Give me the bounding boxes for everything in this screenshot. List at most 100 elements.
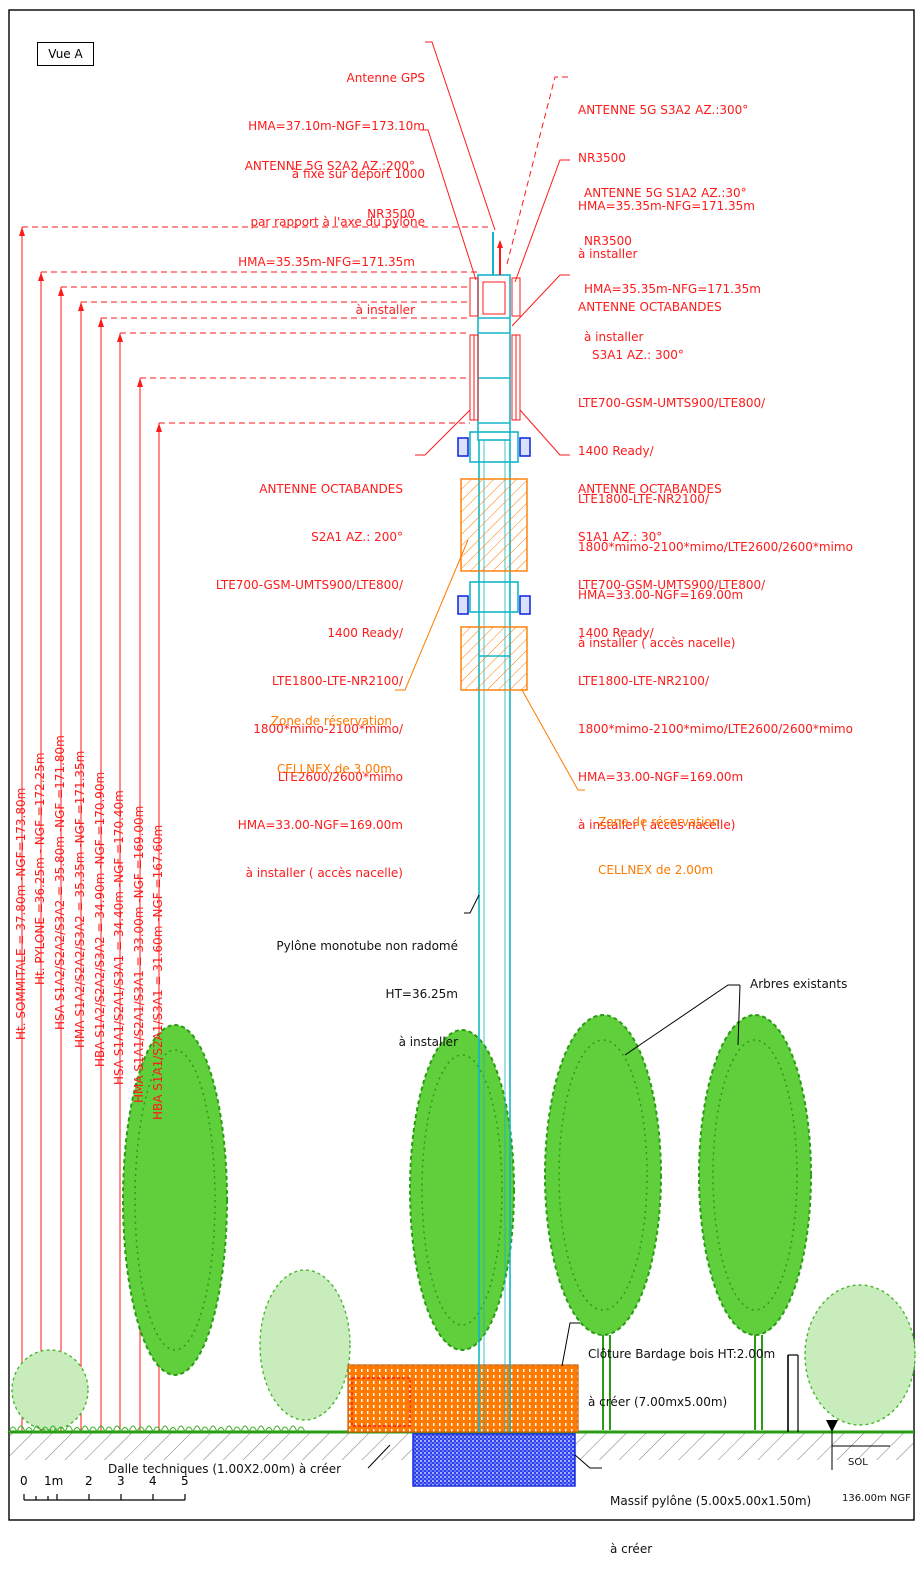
s3a1-bands-2: 1400 Ready/ <box>578 444 654 458</box>
antenna-support <box>457 431 531 615</box>
s2a1-bands-3: LTE1800-LTE-NR2100/ <box>272 674 403 688</box>
monotube-pylon <box>477 232 511 1432</box>
s2a1-status: à installer ( accès nacelle) <box>245 866 403 880</box>
s1a2-title: ANTENNE 5G S1A2 AZ.:30° <box>584 186 747 200</box>
scale-bar <box>23 1494 186 1501</box>
view-label: Vue A <box>37 42 94 66</box>
pylon-foundation <box>412 1433 576 1487</box>
s2a1-bands-1: LTE700-GSM-UMTS900/LTE800/ <box>215 578 403 592</box>
s2a1-title: ANTENNE OCTABANDES <box>259 482 403 496</box>
s3a2-status: à installer <box>578 247 638 261</box>
s1a1-status: à installer ( accès nacelle) <box>578 818 736 832</box>
s2a1-height: HMA=33.00-NGF=169.00m <box>237 818 403 832</box>
pylon-status: à installer <box>398 1035 458 1049</box>
black-leaders <box>367 894 741 1469</box>
s1a1-azimuth: S1A1 AZ.: 30° <box>578 530 663 544</box>
tree-3 <box>544 1014 662 1430</box>
antenna-octa-s3a1-label: ANTENNE OCTABANDES S3A1 AZ.: 300° LTE700… <box>578 267 853 683</box>
gps-offset: par rapport à l'axe du pylône <box>250 215 425 229</box>
antennas-octaband <box>469 334 521 421</box>
gps-antenna-label: Antenne GPS HMA=37.10m-NGF=173.10m à fix… <box>248 38 425 262</box>
s2a1-bands-4: 1800*mimo-2100*mimo/ <box>253 722 403 736</box>
reservation-leaders <box>395 539 585 791</box>
scale-label-4: 4 <box>149 1474 157 1488</box>
s1a2-status: à installer <box>584 330 644 344</box>
antennas-5g <box>469 277 521 317</box>
s2a1-bands-5: LTE2600/2600*mimo <box>277 770 403 784</box>
drawing-sheet: Vue A Antenne GPS HMA=37.10m-NGF=173.10m… <box>8 9 916 1556</box>
height-label-hba-a2: HBA S1A2/S2A2/S3A2 = 34.90m -NGF =170.90… <box>93 771 107 1067</box>
reservation-2m-label: Zone de réservation CELLNEX de 2.00m <box>598 782 719 910</box>
scale-label-5: 5 <box>181 1474 189 1488</box>
s1a1-bands-4: 1800*mimo-2100*mimo/LTE2600/2600*mimo <box>578 722 853 736</box>
fence-label: Clôture Bardage bois HT:2.00m à créer (7… <box>588 1314 775 1442</box>
s1a2-height: HMA=35.35m-NFG=171.35m <box>584 282 761 296</box>
zone-2m-line2: CELLNEX de 2.00m <box>598 863 714 877</box>
wooden-fence <box>347 1364 579 1433</box>
s3a1-bands-4: 1800*mimo-2100*mimo/LTE2600/2600*mimo <box>578 540 853 554</box>
antenna-octa-s1a1-label: ANTENNE OCTABANDES S1A1 AZ.: 30° LTE700-… <box>578 449 853 865</box>
scale-label-1m: 1m <box>44 1474 64 1488</box>
s2a2-height: HMA=35.35m-NFG=171.35m <box>238 255 415 269</box>
height-label-hma-a2: HMA S1A2/S2A2/S3A2 = 35.35m -NGF =171.35… <box>73 750 87 1048</box>
trees-label: Arbres existants <box>750 977 848 991</box>
scale-label-2: 2 <box>85 1474 93 1488</box>
s2a2-status: à installer <box>355 303 415 317</box>
s2a2-band: NR3500 <box>367 207 415 221</box>
s3a1-bands-3: LTE1800-LTE-NR2100/ <box>578 492 709 506</box>
massif-label: Massif pylône (5.00x5.00x1.50m) à créer <box>610 1461 811 1589</box>
zone-2m-line1: Zone de réservation <box>598 815 720 829</box>
ground-level-label: SOL 136.00m NGF <box>842 1433 911 1529</box>
tree-2 <box>409 1029 515 1351</box>
gps-mount: à fixe sur déport 1000 <box>291 167 425 181</box>
technical-slab <box>351 1377 411 1427</box>
scale-label-3: 3 <box>117 1474 125 1488</box>
s1a1-bands-2: 1400 Ready/ <box>578 626 654 640</box>
antenna-5g-s3a2-label: ANTENNE 5G S3A2 AZ.:300° NR3500 HMA=35.3… <box>578 70 755 294</box>
s3a1-status: à installer ( accès nacelle) <box>578 636 736 650</box>
ground-ngf: 136.00m NGF <box>842 1493 911 1504</box>
s3a2-band: NR3500 <box>578 151 626 165</box>
gps-title: Antenne GPS <box>346 71 425 85</box>
height-label-pylon: Ht. PYLONE =36.25m - NGF =172.25m <box>33 752 47 985</box>
s2a1-azimuth: S2A1 AZ.: 200° <box>311 530 403 544</box>
leader-lines <box>415 41 570 456</box>
zone-3m-line2: CELLNEX de 3.00m <box>276 762 392 776</box>
massif-line1: Massif pylône (5.00x5.00x1.50m) <box>610 1494 812 1508</box>
s3a1-azimuth: S3A1 AZ.: 300° <box>592 348 684 362</box>
s3a1-bands-1: LTE700-GSM-UMTS900/LTE800/ <box>578 396 766 410</box>
tree-4 <box>698 1014 812 1430</box>
s1a1-title: ANTENNE OCTABANDES <box>578 482 722 496</box>
ground-level-marker <box>826 1420 890 1470</box>
grass <box>8 1425 306 1434</box>
reservation-3m-label: Zone de réservation CELLNEX de 3.00m <box>271 681 392 809</box>
ground-sol: SOL <box>848 1457 868 1468</box>
scale-label-0: 0 <box>20 1474 28 1488</box>
drawing-canvas <box>8 9 916 1521</box>
pylon-height: HT=36.25m <box>385 987 458 1001</box>
s3a2-height: HMA=35.35m-NFG=171.35m <box>578 199 755 213</box>
s2a2-title: ANTENNE 5G S2A2 AZ.:200° <box>244 159 415 173</box>
s1a2-band: NR3500 <box>584 234 632 248</box>
slab-label: Dalle techniques (1.00X2.00m) à créer <box>108 1462 342 1476</box>
dimension-arrows <box>19 227 162 432</box>
height-label-summit: Ht. SOMMITALE = 37.80m -NGF=173.80m <box>14 787 28 1040</box>
antenna-5g-s1a2-label: ANTENNE 5G S1A2 AZ.:30° NR3500 HMA=35.35… <box>584 153 761 377</box>
fence-line2: à créer (7.00mx5.00m) <box>588 1395 728 1409</box>
sheet-border <box>8 9 915 1521</box>
fence-line1: Clôture Bardage bois HT:2.00m <box>588 1347 776 1361</box>
reservation-zone-3m <box>460 478 528 572</box>
zone-3m-line1: Zone de réservation <box>270 714 392 728</box>
s1a1-bands-1: LTE700-GSM-UMTS900/LTE800/ <box>578 578 766 592</box>
antenna-octa-s2a1-label: ANTENNE OCTABANDES S2A1 AZ.: 200° LTE700… <box>216 449 403 913</box>
massif-line2: à créer <box>610 1542 653 1556</box>
s2a1-bands-2: 1400 Ready/ <box>327 626 403 640</box>
height-label-hma-a1: HMA S1A1/S2A1/S3A1 = 33.00m -NGF =169.00… <box>132 805 146 1103</box>
antenna-5g-s2a2-label: ANTENNE 5G S2A2 AZ.:200° NR3500 HMA=35.3… <box>238 126 415 350</box>
reservation-zone-2m <box>460 626 528 691</box>
s3a2-title: ANTENNE 5G S3A2 AZ.:300° <box>578 103 749 117</box>
height-label-hsa-a1: HSA S1A1/S2A1/S3A1 = 34.40m -NGF =170.40… <box>112 790 126 1085</box>
gps-height: HMA=37.10m-NGF=173.10m <box>248 119 425 133</box>
pylon-label: Pylône monotube non radomé HT=36.25m à i… <box>276 906 458 1082</box>
s1a1-height: HMA=33.00-NGF=169.00m <box>578 770 744 784</box>
